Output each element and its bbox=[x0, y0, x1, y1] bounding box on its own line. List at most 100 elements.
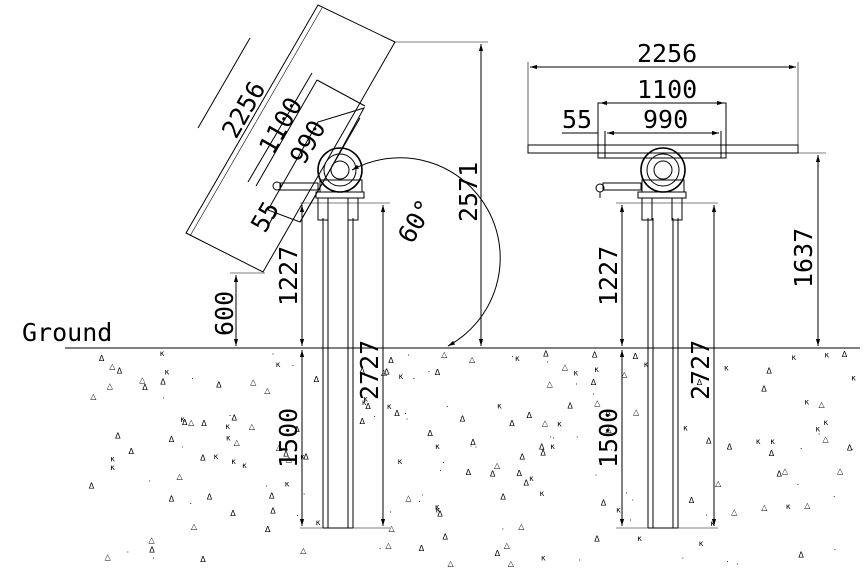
soil-mark: · bbox=[833, 493, 836, 502]
soil-mark: κ bbox=[362, 398, 367, 407]
soil-mark: κ bbox=[770, 437, 775, 446]
soil-mark: · bbox=[190, 499, 193, 508]
soil-mark: Δ bbox=[591, 378, 597, 387]
soil-mark: κ bbox=[110, 463, 115, 472]
soil-mark: Δ bbox=[727, 442, 733, 451]
soil-mark: △ bbox=[250, 377, 257, 386]
soil-mark: Δ bbox=[232, 414, 238, 423]
soil-mark: · bbox=[552, 434, 555, 443]
soil-mark: · bbox=[549, 433, 552, 442]
soil-mark: · bbox=[272, 350, 275, 359]
soil-mark: Δ bbox=[592, 351, 598, 360]
soil-mark: κ bbox=[710, 519, 715, 528]
soil-mark: κ bbox=[276, 360, 281, 369]
tilted-990-line bbox=[247, 72, 313, 183]
soil-mark: κ bbox=[792, 353, 797, 362]
soil-mark: Δ bbox=[394, 409, 400, 418]
soil-mark: Δ bbox=[524, 479, 530, 488]
soil-mark: Δ bbox=[605, 409, 611, 418]
soil-mark: · bbox=[575, 380, 578, 389]
tilted-panel-edge bbox=[189, 7, 323, 237]
flat-panel-height-label: 1637 bbox=[789, 228, 818, 288]
soil-mark: Δ bbox=[360, 417, 366, 426]
tilted-offset-label: 55 bbox=[245, 196, 285, 237]
soil-mark: Δ bbox=[115, 432, 121, 441]
soil-mark: · bbox=[439, 466, 442, 475]
flat-post-height-label: 1227 bbox=[594, 246, 623, 306]
soil-mark: Δ bbox=[443, 533, 449, 542]
soil-mark: △ bbox=[731, 507, 738, 516]
soil-mark: Δ bbox=[201, 419, 207, 428]
soil-mark: Δ bbox=[520, 452, 526, 461]
soil-mark: · bbox=[511, 353, 514, 362]
soil-mark: κ bbox=[550, 442, 555, 451]
soil-mark: · bbox=[389, 508, 392, 517]
soil-mark: Δ bbox=[500, 493, 506, 502]
soil-mark: κ bbox=[497, 402, 502, 411]
soil-mark: Δ bbox=[200, 555, 206, 564]
flat-drive-hub bbox=[595, 147, 687, 221]
soil-mark: · bbox=[598, 455, 601, 464]
soil-mark: · bbox=[578, 556, 581, 565]
soil-mark: κ bbox=[435, 503, 440, 512]
soil-mark: · bbox=[379, 545, 382, 554]
flat-panel-width-label: 2256 bbox=[637, 39, 697, 68]
tilt-angle-label: 60° bbox=[392, 194, 440, 248]
soil-mark: △ bbox=[107, 382, 114, 391]
soil-mark: Δ bbox=[842, 350, 848, 359]
soil-mark: · bbox=[428, 367, 431, 376]
soil-hatch: Δ△△·κΔΔ··△ΔΔΔκΔΔ·ΔΔ△κ·κΔ··κκκκΔ·Δκ△·ΔΔ·Δ… bbox=[89, 349, 857, 569]
soil-mark: κ bbox=[285, 479, 290, 488]
soil-mark: κ bbox=[231, 457, 236, 466]
soil-mark: △ bbox=[804, 501, 811, 510]
soil-mark: △ bbox=[594, 398, 601, 407]
tilted-inner-frame bbox=[267, 107, 366, 223]
soil-mark: κ bbox=[436, 506, 441, 515]
tilted-support-line bbox=[299, 117, 361, 223]
soil-mark: · bbox=[682, 554, 685, 563]
tilted-clearance-label: 600 bbox=[210, 291, 239, 336]
soil-mark: △ bbox=[518, 522, 525, 531]
soil-mark: △ bbox=[469, 355, 476, 364]
soil-mark: · bbox=[406, 415, 409, 424]
soil-mark: · bbox=[292, 361, 295, 370]
soil-mark: Δ bbox=[527, 411, 533, 420]
soil-mark: Δ bbox=[169, 435, 175, 444]
soil-mark: · bbox=[470, 442, 473, 451]
soil-mark: · bbox=[610, 446, 613, 455]
soil-mark: · bbox=[442, 459, 445, 468]
soil-mark: κ bbox=[435, 442, 440, 451]
soil-mark: Δ bbox=[706, 436, 712, 445]
soil-mark: κ bbox=[540, 489, 545, 498]
soil-mark: κ bbox=[529, 474, 534, 483]
soil-mark: △ bbox=[562, 362, 569, 371]
soil-mark: · bbox=[413, 375, 416, 384]
soil-mark: κ bbox=[805, 398, 810, 407]
soil-mark: κ bbox=[824, 418, 829, 427]
soil-mark: Δ bbox=[169, 495, 175, 504]
soil-mark: · bbox=[148, 477, 151, 486]
soil-mark: △ bbox=[389, 524, 396, 533]
soil-mark: △ bbox=[264, 386, 271, 395]
soil-mark: · bbox=[726, 558, 729, 567]
flat-frame-width-label: 990 bbox=[643, 105, 688, 134]
soil-mark: Δ bbox=[689, 496, 695, 505]
soil-mark: κ bbox=[180, 415, 185, 424]
soil-mark: △ bbox=[715, 479, 722, 488]
soil-mark: · bbox=[181, 443, 184, 452]
soil-mark: △ bbox=[149, 535, 156, 544]
soil-mark: Δ bbox=[384, 368, 390, 377]
soil-mark: · bbox=[502, 525, 505, 534]
soil-mark: △ bbox=[177, 472, 184, 481]
tilted-panel-frame bbox=[185, 4, 396, 273]
soil-mark: Δ bbox=[427, 429, 433, 438]
soil-mark: Δ bbox=[539, 443, 545, 452]
tilted-1100-line-a bbox=[255, 79, 318, 187]
soil-mark: Δ bbox=[303, 453, 309, 462]
soil-mark: Δ bbox=[777, 470, 783, 479]
soil-mark: Δ bbox=[117, 366, 123, 375]
flat-offset-label: 55 bbox=[562, 105, 592, 134]
tilted-drive-hub bbox=[272, 147, 365, 221]
soil-mark: △ bbox=[547, 379, 554, 388]
soil-mark: · bbox=[421, 491, 424, 500]
